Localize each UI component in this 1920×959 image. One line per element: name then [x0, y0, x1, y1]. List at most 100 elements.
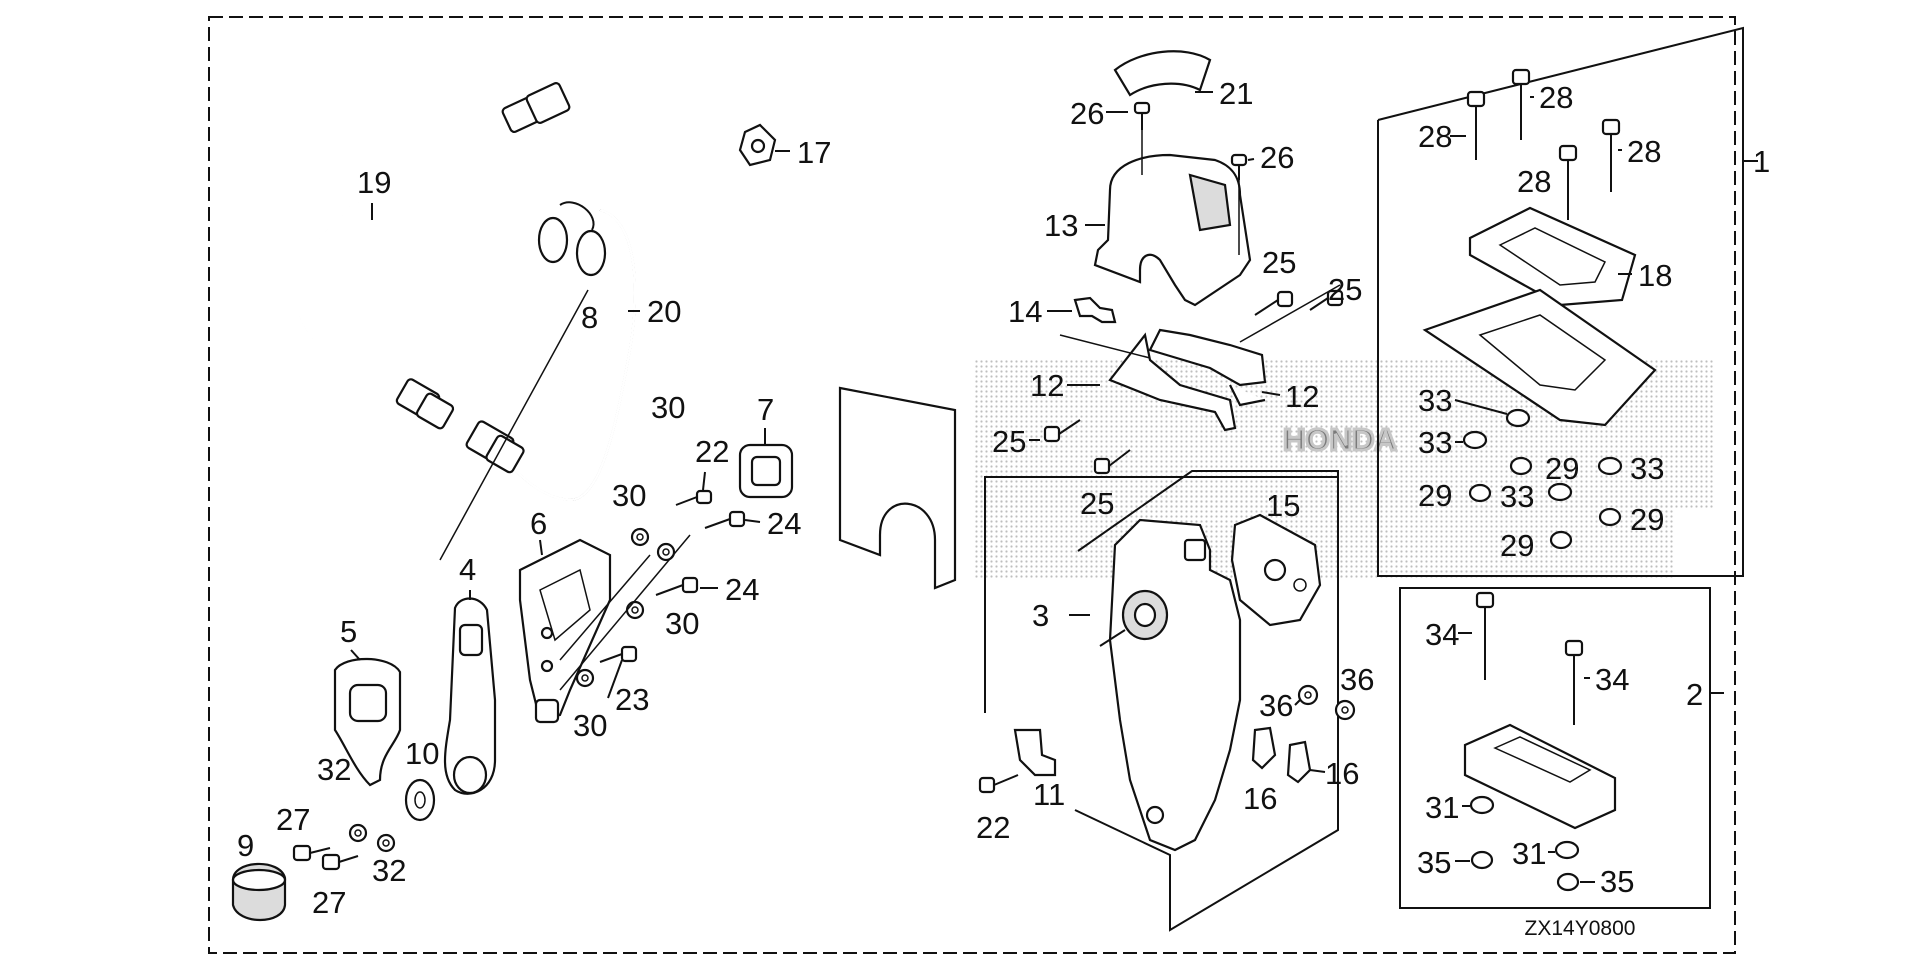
label-34a: 34 [1425, 617, 1459, 652]
washer-30b [656, 542, 676, 562]
label-31a: 31 [1425, 790, 1459, 825]
nut-29d [1549, 530, 1573, 550]
bracket-6 [518, 538, 612, 724]
label-14: 14 [1008, 294, 1042, 329]
label-33c: 33 [1630, 451, 1664, 486]
washer-30a [630, 527, 650, 547]
washer-32b [376, 833, 396, 853]
bolt-28d [1601, 118, 1621, 192]
label-28d: 28 [1627, 134, 1661, 169]
label-30b: 30 [612, 478, 646, 513]
label-28a: 28 [1418, 119, 1452, 154]
label-5: 5 [340, 614, 357, 649]
bolt-28b [1511, 68, 1531, 140]
label-33a: 33 [1418, 383, 1452, 418]
base-plate-2 [1463, 723, 1617, 830]
label-25c: 25 [992, 424, 1026, 459]
screw-22b [978, 774, 1019, 794]
leader-lines [350, 91, 1632, 883]
connector-cap-8 [537, 201, 607, 277]
label-27b: 27 [312, 885, 346, 920]
assembly-frame-1 [1377, 26, 1744, 577]
label-15: 15 [1266, 488, 1300, 523]
label-6: 6 [530, 506, 547, 541]
label-29d: 29 [1500, 528, 1534, 563]
wire-cable-20 [465, 208, 637, 502]
label-33d: 33 [1500, 479, 1534, 514]
clip-16b [1286, 740, 1312, 784]
label-19: 19 [357, 165, 391, 200]
knob-9 [231, 862, 287, 922]
label-25d: 25 [1080, 486, 1114, 521]
plate-15 [1230, 513, 1322, 627]
label-13: 13 [1044, 208, 1078, 243]
cover-strip-21 [1113, 50, 1212, 97]
cover-13 [1093, 153, 1252, 307]
label-27a: 27 [276, 802, 310, 837]
nut-29a [1509, 456, 1533, 476]
part-labels: 1 2 3 4 5 6 7 8 9 10 11 12 12 13 14 15 1… [237, 76, 1770, 920]
nut-29b [1468, 483, 1492, 503]
label-25a: 25 [1262, 245, 1296, 280]
label-28c: 28 [1517, 164, 1551, 199]
label-34b: 34 [1595, 662, 1629, 697]
washer-32a [348, 823, 368, 843]
screw-24a [704, 510, 746, 529]
label-33b: 33 [1418, 425, 1452, 460]
washer-30c [625, 600, 645, 620]
label-26b: 26 [1260, 140, 1294, 175]
screw-25a [1254, 290, 1294, 316]
diagram-border [208, 16, 1736, 954]
washer-31b [1554, 840, 1580, 860]
label-22b: 22 [976, 810, 1010, 845]
screw-25d [1093, 449, 1131, 475]
gasket-plate-large [1422, 288, 1657, 427]
screw-23 [599, 645, 638, 663]
label-24a: 24 [767, 506, 801, 541]
housing-3 [1099, 518, 1242, 852]
label-11: 11 [1033, 777, 1065, 812]
washer-31a [1469, 795, 1495, 815]
label-24b: 24 [725, 572, 759, 607]
nut-29c [1598, 507, 1622, 527]
nut-35b [1556, 872, 1580, 892]
assembly-frame-2 [1399, 587, 1711, 909]
screw-25b [1309, 289, 1344, 311]
label-4: 4 [459, 552, 476, 587]
label-22a: 22 [695, 434, 729, 469]
label-29b: 29 [1418, 478, 1452, 513]
label-21: 21 [1219, 76, 1253, 111]
grommet-17 [738, 123, 777, 167]
nut-36a [1297, 684, 1319, 706]
nut-35a [1470, 850, 1494, 870]
washer-10 [404, 778, 436, 822]
washer-33a [1505, 408, 1531, 428]
label-31b: 31 [1512, 836, 1546, 871]
screw-25c [1043, 419, 1081, 443]
label-35a: 35 [1417, 845, 1451, 880]
grommet-7 [738, 443, 794, 499]
washer-30d [575, 668, 595, 688]
screw-26a [1133, 101, 1151, 130]
wire-harness-19 [292, 82, 571, 430]
bolt-28a [1466, 90, 1486, 160]
label-35b: 35 [1600, 864, 1634, 899]
washer-33d [1547, 482, 1573, 502]
bolt-34a [1475, 591, 1495, 680]
label-29c: 29 [1630, 502, 1664, 537]
assembly-frame-3 [984, 476, 1338, 713]
diagram-code: ZX14Y0800 [1525, 917, 1636, 940]
label-25b: 25 [1328, 272, 1362, 307]
label-8: 8 [581, 300, 598, 335]
label-30c: 30 [665, 606, 699, 641]
label-29a: 29 [1545, 451, 1579, 486]
gasket-plate [838, 386, 957, 590]
label-9: 9 [237, 828, 254, 863]
label-2: 2 [1686, 677, 1703, 712]
clip-16a [1251, 726, 1277, 770]
watermark-text: HONDA [1283, 422, 1397, 457]
bolt-34b [1564, 639, 1584, 725]
washer-33c [1597, 456, 1623, 476]
label-23: 23 [615, 682, 649, 717]
